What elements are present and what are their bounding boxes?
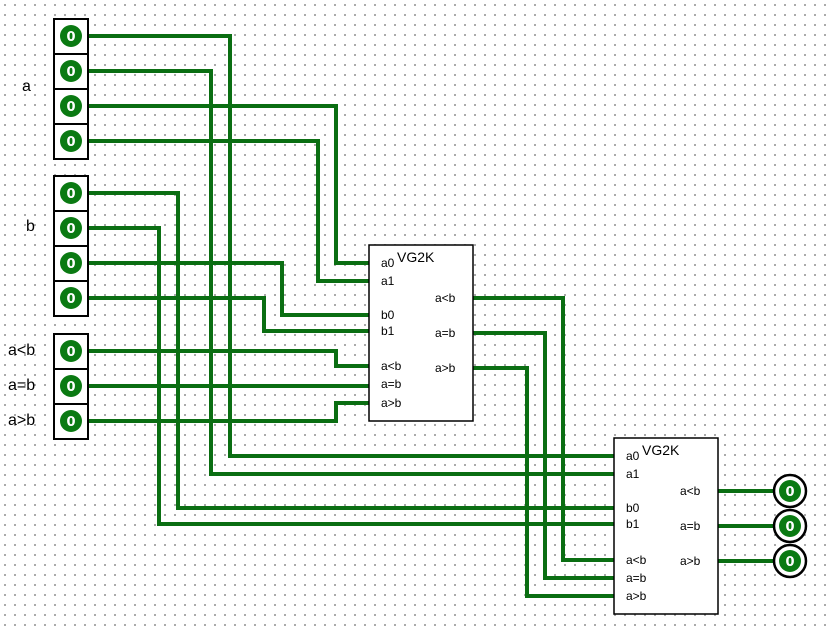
wire-12 (468, 296, 618, 562)
switch-indicator (60, 252, 82, 274)
chip-output-port-label: a=b (680, 519, 701, 533)
switch-indicator (60, 130, 82, 152)
wires (86, 34, 776, 598)
label-a-lt-b: a<b (8, 342, 36, 359)
led-value: 0 (785, 555, 794, 570)
chip-input-port-label: a<b (626, 553, 647, 567)
switch-group-b: 0 0 0 0 (53, 175, 89, 317)
chip-body (368, 244, 474, 422)
chip-input-port-label: b0 (381, 308, 395, 322)
input-switch[interactable]: 0 (53, 175, 89, 212)
wire-13 (468, 331, 618, 580)
led-fill (779, 515, 801, 537)
switch-value: 0 (66, 345, 75, 360)
switch-indicator (60, 340, 82, 362)
comparator-chips: VG2Ka0a1b0b1a<ba=ba>ba<ba=ba>bVG2Ka0a1b0… (368, 244, 719, 615)
chip-output-port-label: a<b (435, 291, 456, 305)
label-a-eq-b: a=b (8, 377, 36, 394)
label-a-gt-b: a>b (8, 412, 36, 429)
switch-value: 0 (66, 292, 75, 307)
chip-body (613, 437, 719, 615)
switch-value: 0 (66, 100, 75, 115)
wire-2 (86, 69, 618, 476)
chip-input-port-label: b1 (381, 324, 395, 338)
label-b: b (26, 218, 35, 235)
switch-value: 0 (66, 380, 75, 395)
output-led-3: 0 (772, 543, 808, 579)
switch-indicator (60, 60, 82, 82)
chip-output-port-label: a>b (435, 361, 456, 375)
input-switch[interactable]: 0 (53, 18, 89, 55)
chip-input-port-label: a<b (381, 359, 402, 373)
chip-output-port-label: a<b (680, 484, 701, 498)
input-switches: 0 0 0 0 0 0 0 0 0 0 0 (53, 18, 89, 440)
switch-frame (53, 368, 89, 405)
switch-indicator (60, 375, 82, 397)
chip-output-port-label: a>b (680, 554, 701, 568)
wire-1 (86, 34, 618, 458)
switch-value: 0 (66, 65, 75, 80)
output-led-2: 0 (772, 508, 808, 544)
switch-value: 0 (66, 30, 75, 45)
wire-11 (86, 401, 374, 423)
output-leds: 0 0 0 (772, 473, 808, 579)
led-value: 0 (785, 485, 794, 500)
wire-6 (86, 226, 618, 526)
input-switch[interactable]: 0 (53, 403, 89, 440)
switch-group-a: 0 0 0 0 (53, 18, 89, 160)
switch-indicator (60, 95, 82, 117)
chip-input-port-label: a>b (626, 589, 647, 603)
input-switch[interactable]: 0 (53, 333, 89, 370)
wire-7 (86, 261, 374, 317)
input-switch[interactable]: 0 (53, 245, 89, 282)
switch-indicator (60, 25, 82, 47)
switch-frame (53, 88, 89, 125)
wire-8 (86, 296, 374, 333)
switch-value: 0 (66, 222, 75, 237)
input-switch[interactable]: 0 (53, 368, 89, 405)
led-fill (779, 480, 801, 502)
switch-indicator (60, 287, 82, 309)
chip-input-port-label: b0 (626, 501, 640, 515)
input-switch[interactable]: 0 (53, 88, 89, 125)
chip-input-port-label: a0 (381, 256, 395, 270)
switch-indicator (60, 182, 82, 204)
chip-input-port-label: a=b (381, 377, 402, 391)
chip-input-port-label: a1 (381, 274, 395, 288)
chip-input-port-label: b1 (626, 517, 640, 531)
switch-value: 0 (66, 415, 75, 430)
input-switch[interactable]: 0 (53, 53, 89, 90)
switch-value: 0 (66, 187, 75, 202)
chip-input-port-label: a>b (381, 396, 402, 410)
led-fill (779, 550, 801, 572)
wire-4 (86, 139, 374, 283)
switch-indicator (60, 217, 82, 239)
input-switch[interactable]: 0 (53, 210, 89, 247)
chip-output-port-label: a=b (435, 326, 456, 340)
input-switch[interactable]: 0 (53, 280, 89, 317)
wire-14 (468, 366, 618, 598)
chip-input-port-label: a0 (626, 449, 640, 463)
switch-indicator (60, 410, 82, 432)
output-led-1: 0 (772, 473, 808, 509)
switch-value: 0 (66, 135, 75, 150)
switch-group-cascade: 0 0 0 (53, 333, 89, 440)
led-value: 0 (785, 520, 794, 535)
wire-3 (86, 104, 374, 265)
label-a: a (22, 78, 31, 95)
chip-title: VG2K (642, 442, 680, 458)
chip-title: VG2K (397, 249, 435, 265)
switch-frame (53, 210, 89, 247)
wire-9 (86, 349, 374, 368)
chip-input-port-label: a1 (626, 467, 640, 481)
switch-frame (53, 245, 89, 282)
switch-value: 0 (66, 257, 75, 272)
input-switch[interactable]: 0 (53, 123, 89, 160)
chip-input-port-label: a=b (626, 571, 647, 585)
